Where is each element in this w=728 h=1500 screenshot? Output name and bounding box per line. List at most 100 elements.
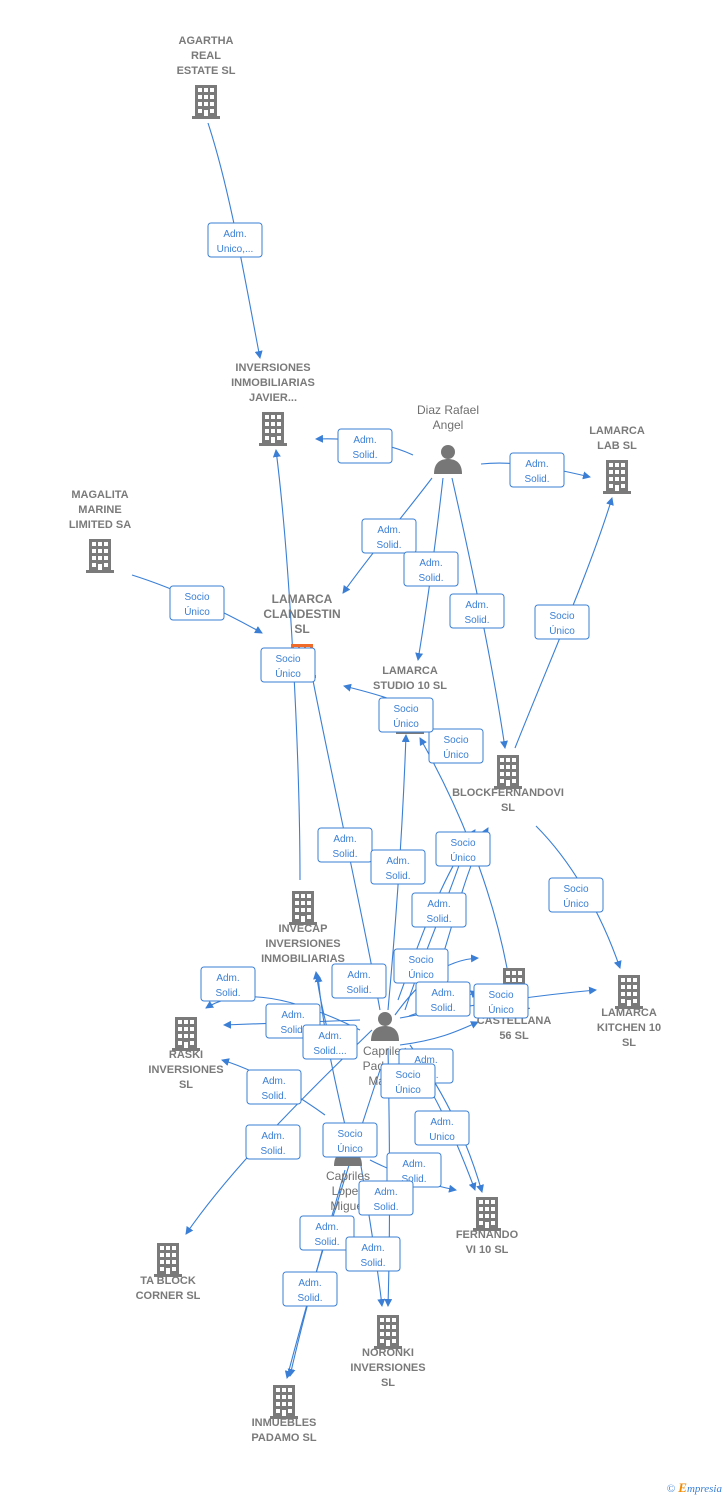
relation-label-box [260, 647, 316, 683]
building-icon [615, 975, 643, 1009]
relation-label[interactable]: Adm.Solid.... [302, 1024, 358, 1060]
relation-label-box [414, 1110, 470, 1146]
relation-label-line: Solid. [332, 849, 357, 860]
relation-label[interactable]: Adm.Solid. [246, 1069, 302, 1105]
relation-label-box [548, 877, 604, 913]
company-label-line: INMUEBLES [252, 1417, 317, 1429]
relation-label-line: Único [395, 1083, 421, 1096]
relation-label[interactable]: Adm.Solid. [403, 551, 459, 587]
copyright-symbol: © [666, 1483, 676, 1495]
relation-label[interactable]: Adm.Solid. [331, 963, 387, 999]
relation-label-box [411, 892, 467, 928]
relation-label-line: Socio [408, 955, 433, 966]
relation-label-line: Adm. [419, 558, 442, 569]
brand-name: mpresia [686, 1483, 722, 1495]
relation-label-line: Adm. [427, 899, 450, 910]
relation-label-line: Adm. [261, 1131, 284, 1142]
relation-label[interactable]: Adm.Solid. [245, 1124, 301, 1160]
relation-label-line: Adm. [402, 1159, 425, 1170]
relation-label-line: Adm. [374, 1187, 397, 1198]
building-icon [259, 412, 287, 446]
company-label-line: PADAMO SL [251, 1432, 316, 1444]
relation-label-box [473, 983, 529, 1019]
relation-label[interactable]: Adm.Solid. [509, 452, 565, 488]
company-label-line: LAMARCA [272, 592, 333, 606]
building-icon [473, 1197, 501, 1231]
relation-label-line: Adm. [281, 1010, 304, 1021]
relation-label-line: Único [443, 748, 469, 761]
company-label-line: SL [622, 1037, 636, 1049]
relation-label[interactable]: Adm.Solid. [449, 593, 505, 629]
relation-label-line: Socio [549, 611, 574, 622]
company-label-line: CORNER SL [136, 1290, 201, 1302]
relation-label-box [415, 981, 471, 1017]
relation-label[interactable]: Adm.Solid. [337, 428, 393, 464]
relation-label-line: Único [275, 667, 301, 680]
building-icon [289, 891, 317, 925]
relation-label-line: Socio [275, 654, 300, 665]
relation-label[interactable]: Adm.Solid. [299, 1215, 355, 1251]
relation-label[interactable]: Adm. Unico,... [207, 222, 263, 258]
company-label-line: BLOCKFERNANDOVI [452, 787, 564, 799]
relation-label-line: Solid. [376, 540, 401, 551]
relation-label[interactable]: Adm. Solid. [386, 1152, 442, 1188]
relation-label-line: Adm. [223, 229, 246, 240]
relation-label-box [299, 1215, 355, 1251]
company-node-padamo[interactable]: INMUEBLES PADAMO SL [251, 1385, 317, 1444]
relation-label-line: Solid. [215, 988, 240, 999]
relation-label[interactable]: Adm.Solid. [317, 827, 373, 863]
person-label-line: Capriles [363, 1044, 407, 1058]
relation-label-box [386, 1152, 442, 1188]
relation-label-box [246, 1069, 302, 1105]
relation-label-line: Solid. [261, 1091, 286, 1102]
company-label-line: JAVIER... [249, 392, 297, 404]
relation-label-line: Socio [395, 1070, 420, 1081]
relation-label[interactable]: Adm.Solid. [282, 1271, 338, 1307]
company-label-line: INVERSIONES [265, 938, 340, 950]
company-label-line: INVECAP [279, 923, 328, 935]
relation-label[interactable]: Adm.Solid. [370, 849, 426, 885]
relation-label-line: Socio [443, 735, 468, 746]
company-node-fernandovi10[interactable]: FERNANDOVI 10 SL [456, 1197, 519, 1256]
relation-label-line: Solid. [401, 1174, 426, 1185]
building-icon [270, 1385, 298, 1419]
relation-label[interactable]: Adm.Solid. [200, 966, 256, 1002]
relation-label-line: Socio [337, 1129, 362, 1140]
relation-label[interactable]: Adm.Solid. [358, 1180, 414, 1216]
relation-label-line: Solid. [524, 474, 549, 485]
relation-label[interactable]: Adm.Solid. [361, 518, 417, 554]
relation-label-line: Unico,... [217, 244, 254, 255]
relation-label-line: Solid. [352, 450, 377, 461]
relation-label[interactable]: Adm.Unico [414, 1110, 470, 1146]
relation-label[interactable]: Adm.Solid. [411, 892, 467, 928]
relation-label[interactable]: Adm.Solid. [345, 1236, 401, 1272]
company-node-javier[interactable]: INVERSIONESINMOBILIARIASJAVIER... [231, 362, 315, 446]
relation-label[interactable]: Adm.Solid. [415, 981, 471, 1017]
company-label-line: INVERSIONES [148, 1064, 223, 1076]
relation-label-box [534, 604, 590, 640]
